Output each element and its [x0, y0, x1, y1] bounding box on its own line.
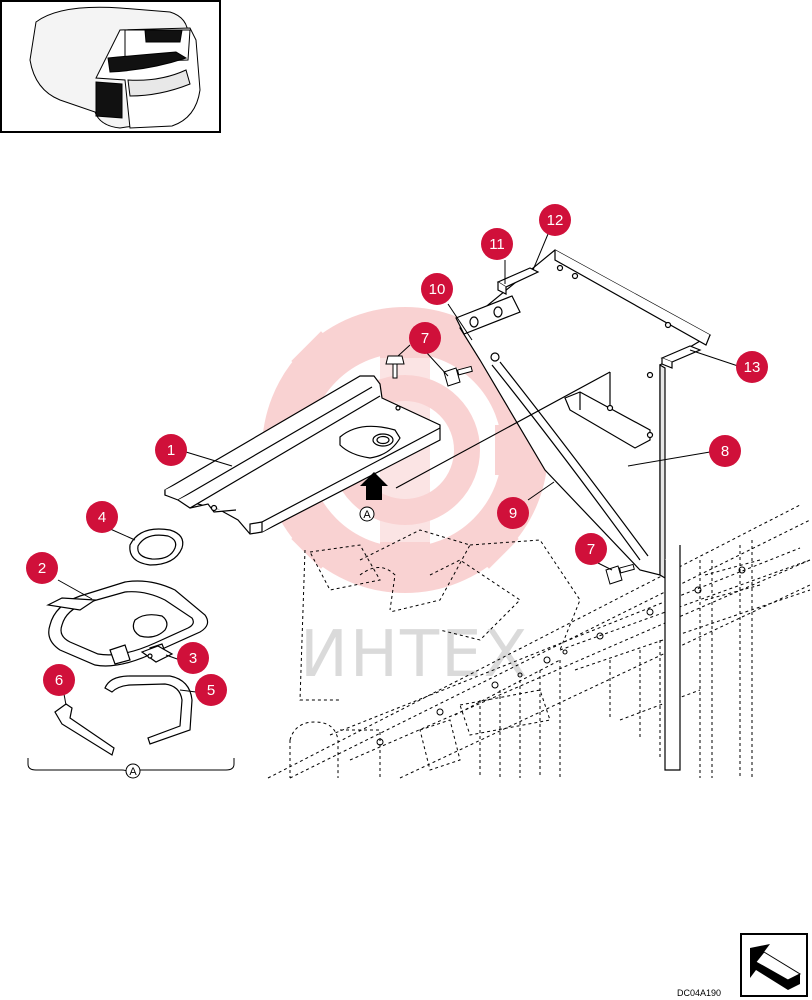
bolt-part-7-lower[interactable] [605, 563, 635, 585]
svg-text:7: 7 [587, 541, 595, 558]
seal-strip-part-9[interactable] [490, 352, 649, 561]
callout-2[interactable]: 2 [26, 552, 58, 584]
svg-text:5: 5 [207, 682, 215, 699]
frame-part-2[interactable] [46, 580, 209, 667]
svg-text:10: 10 [429, 281, 446, 298]
plate-part-10[interactable] [455, 295, 521, 335]
callout-6[interactable]: 6 [43, 664, 75, 696]
callout-5[interactable]: 5 [195, 674, 227, 706]
svg-text:A: A [363, 509, 371, 521]
drawing-code: DC04A190 [677, 988, 721, 998]
top-plate-part-1[interactable] [164, 375, 441, 535]
svg-text:6: 6 [55, 672, 63, 689]
leader-lines [57, 233, 739, 706]
callout-10[interactable]: 10 [421, 273, 453, 305]
ring-part-4[interactable] [129, 528, 184, 566]
chassis-frame-outline [267, 504, 811, 779]
watermark-text: ИНТЕХ [300, 618, 529, 692]
frame-holes [376, 566, 746, 746]
svg-text:12: 12 [547, 212, 564, 229]
callout-1[interactable]: 1 [155, 434, 187, 466]
svg-text:8: 8 [721, 443, 729, 460]
bolt-part-7-top[interactable] [385, 355, 405, 379]
machine-cab-thumbnail[interactable] [0, 0, 221, 133]
svg-text:4: 4 [98, 509, 106, 526]
clip-part-3[interactable] [140, 645, 174, 663]
side-panel-part-8[interactable] [395, 249, 712, 771]
view-marker-a-detail: A [125, 763, 141, 779]
svg-text:3: 3 [189, 650, 197, 667]
bolt-part-7-side[interactable] [443, 365, 473, 387]
callout-9[interactable]: 9 [497, 497, 529, 529]
strip-part-6[interactable] [54, 703, 115, 756]
next-page-arrow-icon[interactable] [740, 933, 808, 997]
callout-4[interactable]: 4 [86, 501, 118, 533]
callout-7-lower[interactable]: 7 [575, 533, 607, 565]
svg-text:2: 2 [38, 560, 46, 577]
svg-text:9: 9 [509, 505, 517, 522]
callout-12[interactable]: 12 [539, 204, 571, 236]
bracket-part-11[interactable] [496, 267, 540, 295]
channel-part-5[interactable] [104, 675, 193, 745]
callout-8[interactable]: 8 [709, 435, 741, 467]
callout-3[interactable]: 3 [177, 642, 209, 674]
svg-text:A: A [129, 766, 137, 778]
view-arrow [360, 472, 388, 500]
callout-11[interactable]: 11 [481, 228, 513, 260]
svg-text:13: 13 [744, 359, 761, 376]
detail-a-group [46, 528, 209, 756]
callout-13[interactable]: 13 [736, 351, 768, 383]
svg-text:7: 7 [421, 330, 429, 347]
view-marker-a-main: A [359, 506, 375, 522]
svg-text:1: 1 [167, 442, 175, 459]
svg-text:11: 11 [489, 236, 505, 253]
callout-7-top[interactable]: 7 [409, 322, 441, 354]
